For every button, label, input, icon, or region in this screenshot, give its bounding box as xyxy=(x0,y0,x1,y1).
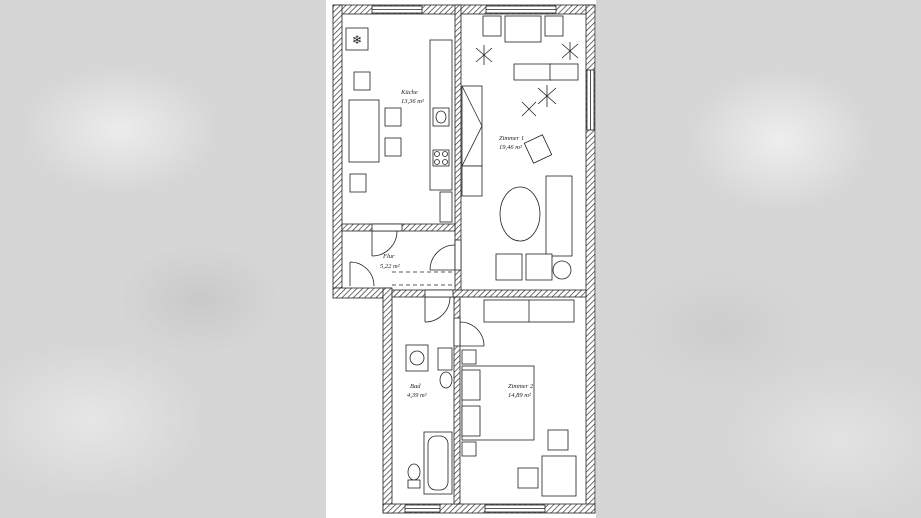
round-table xyxy=(499,186,541,242)
room-area-kitchen: 13,36 m² xyxy=(401,98,425,105)
door-swing-room1 xyxy=(429,244,456,271)
desk xyxy=(541,455,577,497)
door-swing-bath xyxy=(424,296,451,323)
chair xyxy=(482,15,502,37)
room-name-hall: Flur xyxy=(382,253,395,260)
chair xyxy=(495,253,523,281)
room-name-room1: Zimmer 1 xyxy=(499,135,524,142)
toilet xyxy=(407,463,421,481)
kitchen-table xyxy=(348,99,380,163)
door-swing-room2 xyxy=(459,321,485,347)
chair xyxy=(547,429,569,451)
wardrobe xyxy=(461,85,483,167)
doors xyxy=(349,223,485,347)
svg-text:❄: ❄ xyxy=(352,33,362,47)
room-name-kitchen: Küche xyxy=(400,89,418,96)
door-gap-bath xyxy=(424,289,454,298)
door-swing-entry xyxy=(349,261,375,287)
nightstand xyxy=(461,441,477,457)
sofa xyxy=(545,175,573,257)
room2-furniture xyxy=(461,299,577,497)
room-area-room2: 14,89 m² xyxy=(508,392,532,399)
door-gap-kitchen xyxy=(371,223,403,232)
chair xyxy=(353,71,371,91)
fridge xyxy=(345,27,369,51)
room-name-room2: Zimmer 2 xyxy=(508,383,534,390)
door-gap-room1 xyxy=(454,239,462,271)
nightstand xyxy=(461,349,477,365)
wall-bath-room2 xyxy=(453,296,461,505)
room-area-bath: 4,39 m² xyxy=(407,392,428,399)
room-name-bath: Bad xyxy=(410,383,421,390)
cabinet xyxy=(439,191,453,223)
wall-left-upper xyxy=(332,4,343,289)
chair xyxy=(384,107,402,127)
chair xyxy=(349,173,367,193)
bath-furniture xyxy=(405,344,453,495)
armchair xyxy=(523,134,553,164)
room-area-room1: 19,46 m² xyxy=(499,144,523,151)
desk xyxy=(504,15,542,43)
room1-furniture xyxy=(461,15,579,281)
door-gap-room2 xyxy=(453,317,461,347)
chair xyxy=(525,253,553,281)
kitchen-furniture: ❄ xyxy=(345,27,453,223)
chair xyxy=(544,15,564,37)
windows xyxy=(371,5,595,513)
shelf xyxy=(437,347,453,371)
wall-hall-room2 xyxy=(391,289,587,298)
wall-left-lower xyxy=(382,287,393,514)
door-swing-kitchen xyxy=(371,230,398,257)
plant-pot xyxy=(552,260,572,280)
wall-left-step xyxy=(332,287,392,299)
washbasin xyxy=(439,371,453,389)
room-area-hall: 5,22 m² xyxy=(380,263,401,270)
chair xyxy=(384,137,402,157)
room-labels: Küche 13,36 m² Zimmer 1 19,46 m² Flur 5,… xyxy=(380,89,534,399)
chair xyxy=(517,467,539,489)
sideboard xyxy=(513,63,553,81)
